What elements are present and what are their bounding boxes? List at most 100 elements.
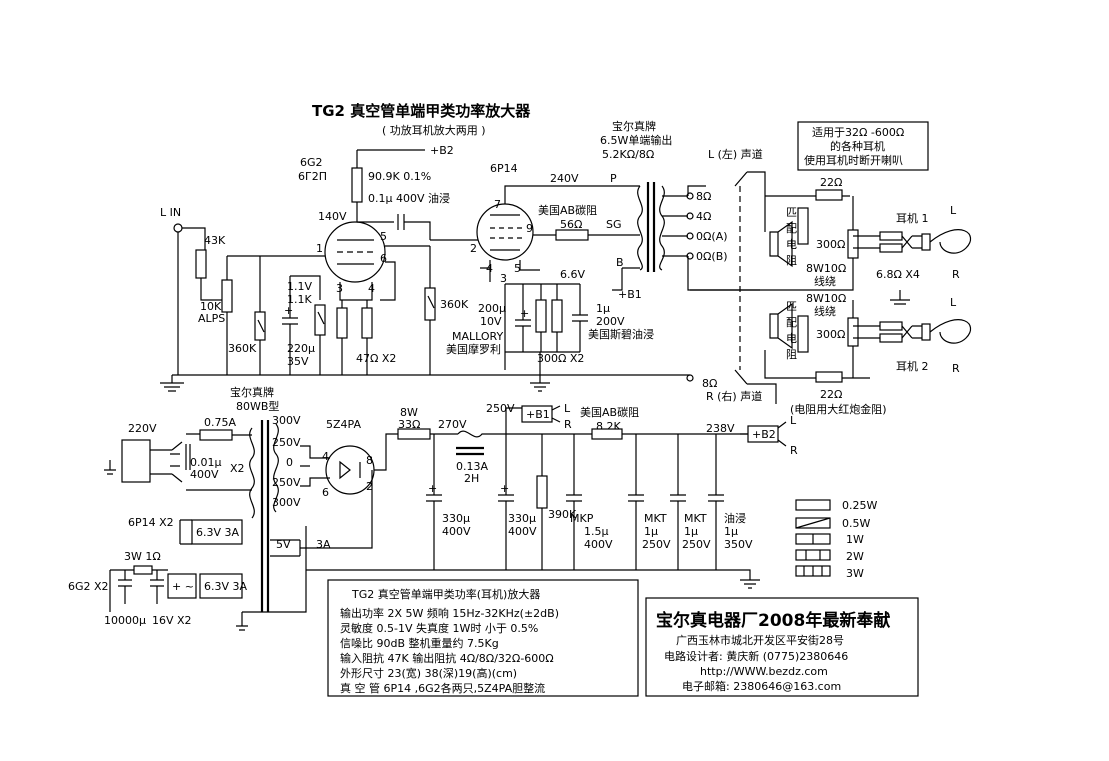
output-tube bbox=[476, 203, 534, 261]
svg-text:3: 3 bbox=[500, 272, 507, 285]
grid-resistor-360k bbox=[254, 311, 266, 341]
load-resistor-top-label: 300Ω bbox=[816, 238, 845, 251]
heater-winding-2-label: 6.3V 3A bbox=[204, 580, 248, 593]
b-label: B bbox=[616, 256, 624, 269]
c1-v: 400V bbox=[442, 525, 471, 538]
legend-05w: 0.5W bbox=[842, 517, 870, 530]
driver-tube bbox=[324, 221, 386, 283]
spec-row-3: 信噪比 90dB 整机重量约 7.5Kg bbox=[340, 636, 499, 650]
match-resistor-r bbox=[797, 315, 809, 353]
oil-uf: 1μ bbox=[724, 525, 738, 538]
phones2-jack[interactable] bbox=[921, 323, 931, 341]
spec-title: TG2 真空管单端甲类功率(耳机)放大器 bbox=[351, 587, 540, 601]
oil-v: 350V bbox=[724, 538, 753, 551]
input-jack[interactable] bbox=[173, 223, 183, 233]
legend-resistor-2w bbox=[795, 549, 831, 561]
maker-designer: 电路设计者: 黄庆新 (0775)2380646 bbox=[664, 649, 848, 663]
cathode-resistor-1k1 bbox=[314, 304, 326, 336]
power-transformer-brand: 宝尔真牌 bbox=[230, 385, 274, 399]
output-cathode-resistor-label: 300Ω X2 bbox=[537, 352, 584, 365]
mkt1-uf: 1μ bbox=[644, 525, 658, 538]
fuse-label: 0.75A bbox=[204, 416, 236, 429]
phones2-R: R bbox=[952, 362, 960, 375]
b2-L: L bbox=[790, 414, 797, 427]
sec-tap-300b: 300V bbox=[272, 496, 301, 509]
load-resistor-300-top bbox=[847, 229, 859, 259]
phones1-jack[interactable] bbox=[921, 233, 931, 251]
series-resistor-22-top bbox=[815, 189, 843, 201]
filter-cap-v: 400V bbox=[190, 468, 219, 481]
svg-text:+: + bbox=[284, 304, 293, 317]
screen-resistor-type: 美国AB碳阻 bbox=[538, 203, 597, 217]
maker-box bbox=[645, 597, 919, 697]
pot-brand: ALPS bbox=[198, 312, 225, 325]
power-transformer-type: 80WB型 bbox=[236, 399, 279, 413]
legend-3w: 3W bbox=[846, 567, 864, 580]
heater-winding-1 bbox=[191, 519, 243, 545]
tap-8ohm: 8Ω bbox=[696, 190, 711, 203]
v238-label: 238V bbox=[706, 422, 735, 435]
right-channel-label: R (右) 声道 bbox=[706, 389, 762, 403]
screen-resistor bbox=[555, 229, 589, 241]
wirewound-bottom-2: 线绕 bbox=[814, 304, 836, 318]
ground-symbol-upper bbox=[160, 375, 184, 392]
sec-tap-0: 0 bbox=[286, 456, 293, 469]
v250-label: 250V bbox=[486, 402, 515, 415]
load-resistor-bottom-label: 300Ω bbox=[816, 328, 845, 341]
match-label-r4: 阻 bbox=[786, 348, 797, 361]
sec-tap-300a: 300V bbox=[272, 414, 301, 427]
screen-resistor-value: 56Ω bbox=[560, 218, 582, 231]
b1-node-label: +B1 bbox=[526, 408, 550, 421]
output-cap-brand: MALLORY bbox=[452, 330, 503, 343]
volume-pot[interactable] bbox=[221, 279, 233, 313]
match-label-r3: 电 bbox=[786, 332, 797, 345]
driver-tube-cyr: 6Г2П bbox=[298, 170, 327, 183]
legend-2w: 2W bbox=[846, 550, 864, 563]
heater-winding-2 bbox=[199, 573, 243, 599]
spec-row-2: 灵敏度 0.5-1V 失真度 1W时 小于 0.5% bbox=[340, 621, 538, 635]
load-resistor-300-bottom bbox=[847, 317, 859, 347]
6p14-heater-label: 6P14 X2 bbox=[128, 516, 174, 529]
mains-voltage: 220V bbox=[128, 422, 157, 435]
phones1-R: R bbox=[952, 268, 960, 281]
c1-uf: 330μ bbox=[442, 512, 470, 525]
rect-heater-label: 5V bbox=[276, 538, 291, 551]
heater-resistor-2 bbox=[361, 307, 373, 339]
b1-node bbox=[521, 405, 553, 423]
output-cap-brand-cn: 美国摩罗利 bbox=[446, 342, 501, 356]
wirewound-top-2: 线绕 bbox=[814, 274, 836, 288]
tap-0ohm-b: 0Ω(B) bbox=[696, 250, 728, 263]
maker-name: 宝尔真电器厂2008年最新奉献 bbox=[656, 610, 890, 631]
phones2-L: L bbox=[950, 296, 957, 309]
schematic-title: TG2 真空管单端甲类功率放大器 bbox=[312, 102, 531, 120]
headphone2-icon bbox=[929, 319, 972, 344]
spec-row-6: 真 空 管 6P14 ,6G2各两只,5Z4PA胆整流 bbox=[340, 681, 545, 695]
rect-pin-8: 8 bbox=[366, 454, 373, 467]
legend-resistor-025w bbox=[795, 499, 831, 511]
spec-box bbox=[327, 579, 639, 697]
r33-power: 8W bbox=[400, 406, 418, 419]
resistor-note: (电阻用大红炮金阻) bbox=[790, 402, 887, 416]
b1-label: +B1 bbox=[618, 288, 642, 301]
b2-R: R bbox=[790, 444, 798, 457]
svg-text:+: + bbox=[500, 482, 509, 495]
mains-inlet[interactable] bbox=[121, 439, 151, 483]
output-transformer-ratio: 5.2KΩ/8Ω bbox=[602, 148, 654, 161]
cathode-voltage: 1.1V bbox=[287, 280, 312, 293]
output-grid-resistor bbox=[424, 287, 436, 321]
ab-resistor-type: 美国AB碳阻 bbox=[580, 405, 639, 419]
svg-text:7: 7 bbox=[494, 198, 501, 211]
svg-text:+: + bbox=[520, 307, 529, 320]
heater-resistor-3w: 3W 1Ω bbox=[124, 550, 161, 563]
series-resistor-22-bottom bbox=[815, 371, 843, 383]
b2-label: +B2 bbox=[430, 144, 454, 157]
fuse bbox=[199, 429, 233, 441]
mkp-uf: 1.5μ bbox=[584, 525, 609, 538]
mkt2-v: 250V bbox=[682, 538, 711, 551]
choke-current: 0.13A bbox=[456, 460, 488, 473]
r33-value: 33Ω bbox=[398, 418, 420, 431]
grid-resistor-label: 360K bbox=[228, 342, 257, 355]
mkt1-type: MKT bbox=[644, 512, 667, 525]
tap-4ohm: 4Ω bbox=[696, 210, 711, 223]
c2-v: 400V bbox=[508, 525, 537, 538]
